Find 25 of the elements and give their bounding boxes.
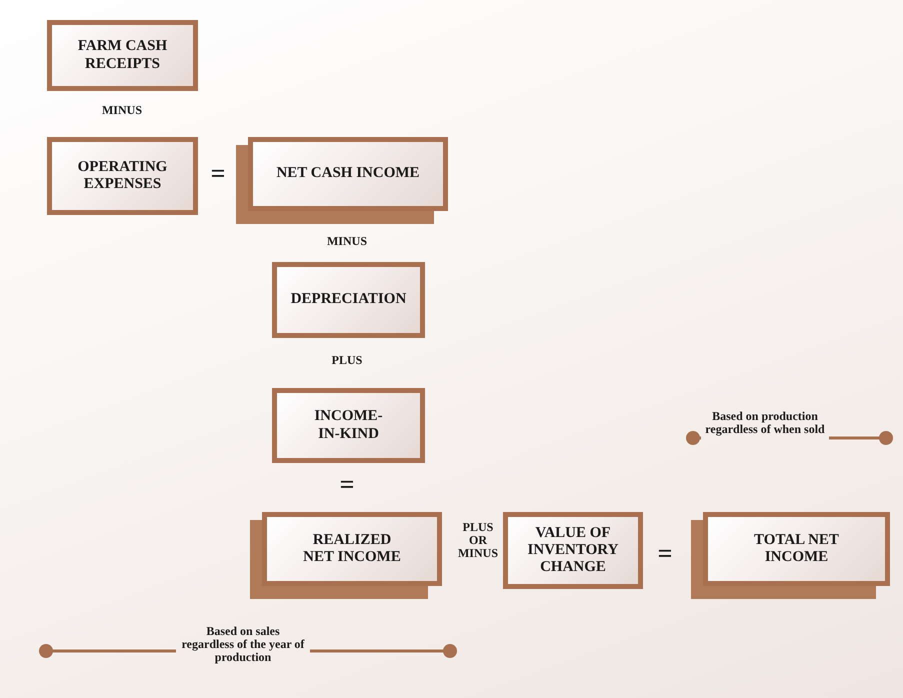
term-text: DEPRECIATION <box>290 291 406 309</box>
equals-sign: = <box>338 471 356 500</box>
term-box <box>503 512 643 589</box>
term-box <box>262 512 442 586</box>
term-text: TOTAL NET INCOME <box>753 532 840 566</box>
term-box <box>272 262 425 338</box>
equals-sign: = <box>656 540 674 569</box>
term-box <box>272 388 425 463</box>
bracket-note: Based on sales regardless of the year of production <box>180 625 306 665</box>
term-box <box>703 512 890 586</box>
term-text: NET CASH INCOME <box>276 165 420 183</box>
equals-sign: = <box>210 160 226 189</box>
operator-word: MINUS <box>326 235 368 248</box>
term-box <box>47 137 198 215</box>
term-text: OPERATING EXPENSES <box>76 158 168 194</box>
operator-word: MINUS <box>100 104 143 118</box>
term-box <box>47 20 198 91</box>
term-box <box>248 137 448 211</box>
term-text: INCOME-IN-KIND <box>314 408 384 443</box>
term-text: FARM CASH RECEIPTS <box>76 38 168 73</box>
operator-word: PLUS <box>330 354 364 368</box>
bracket-note: Based on production regardless of when sold <box>705 410 825 436</box>
operator-word: PLUS OR MINUS <box>456 521 499 561</box>
term-text: VALUE OF INVENTORY CHANGE <box>526 524 620 576</box>
term-text: REALIZED NET INCOME <box>302 532 402 566</box>
